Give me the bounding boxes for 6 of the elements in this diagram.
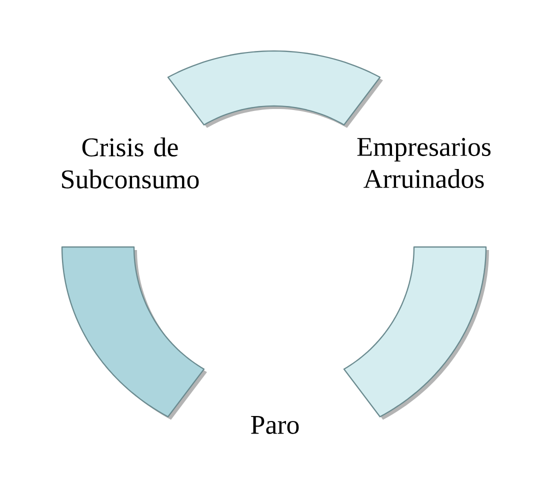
stage-label: Paro [251,416,299,434]
cycle-arc [61,246,207,420]
stage-label: Crisis de Subconsumo [62,137,199,188]
cycle-arc [167,50,383,128]
cycle-arc [343,246,489,420]
stage-label: Empresarios Arruinados [357,138,491,188]
